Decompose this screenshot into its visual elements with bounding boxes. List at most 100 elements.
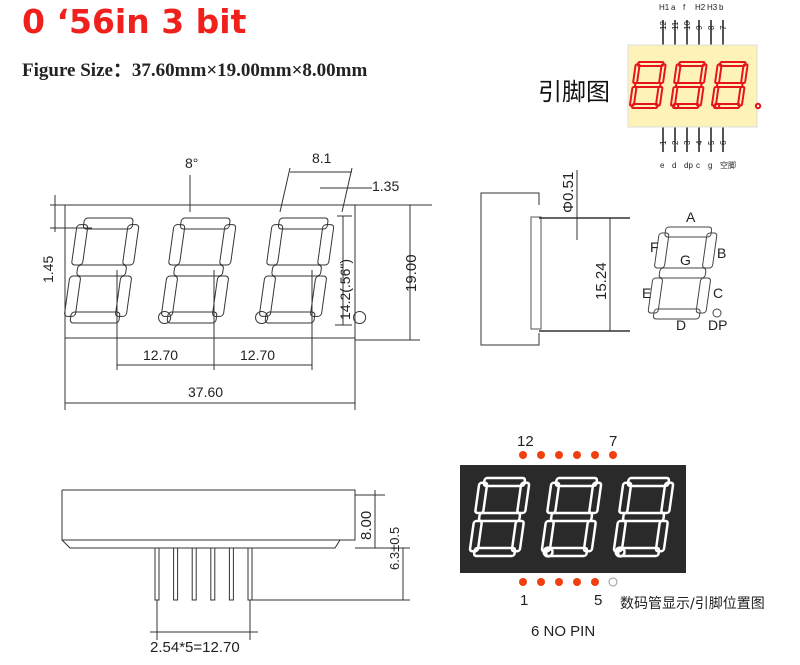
photo-pin-1: 1	[520, 592, 528, 609]
segment	[549, 511, 594, 523]
dim-1-35: 1.35	[372, 178, 399, 194]
segment	[696, 86, 705, 107]
segment	[82, 217, 134, 230]
dim-height: 8.00	[358, 511, 375, 540]
segment	[540, 519, 555, 553]
segment	[477, 511, 522, 523]
segment	[670, 86, 679, 107]
dim-width: 37.60	[188, 384, 223, 400]
decimal-point	[255, 310, 269, 325]
segment	[618, 481, 633, 515]
bottom-side-view	[61, 489, 410, 640]
pin-dot-top	[537, 451, 545, 459]
seven-segment-digit	[647, 226, 718, 320]
segment	[634, 82, 662, 88]
segment	[317, 224, 335, 266]
segment	[612, 519, 627, 553]
segment	[711, 86, 720, 107]
segment	[277, 217, 329, 230]
pin-dot-bottom	[591, 578, 599, 586]
segment-map	[647, 226, 718, 320]
segment	[658, 63, 667, 85]
figure-size: Figure Size：37.60mm×19.00mm×8.00mm	[22, 60, 368, 81]
segment	[266, 224, 284, 266]
segment	[115, 275, 132, 317]
segment	[310, 275, 327, 317]
pin	[154, 547, 160, 601]
pin-number-top: 7	[719, 25, 728, 30]
dim-pin-diameter: Φ0.51	[560, 172, 577, 213]
dim-pitch-1: 12.70	[143, 347, 178, 363]
pin-number-top: 12	[659, 21, 668, 30]
dim-pitch-2: 12.70	[240, 347, 275, 363]
side-view	[480, 170, 630, 346]
dim-pin-pitch: 2.54*5=12.70	[150, 639, 240, 656]
seg-label-dp: DP	[708, 317, 727, 333]
pin-dot-bottom	[573, 578, 581, 586]
segment	[212, 275, 229, 317]
photo-caption: 数码管显示/引脚位置图	[620, 596, 765, 612]
pin-dot-top	[609, 451, 617, 459]
dim-8-1: 8.1	[312, 150, 332, 166]
seven-segment-digit	[161, 217, 237, 324]
segment	[546, 481, 561, 515]
seg-label-b: B	[717, 245, 726, 261]
seg-label-g: G	[680, 252, 691, 268]
seven-segment-digit	[670, 61, 708, 109]
segment	[647, 277, 663, 314]
photo-pin-5: 5	[594, 592, 602, 609]
segment	[468, 519, 483, 553]
segment	[673, 63, 682, 85]
pin	[247, 547, 253, 601]
seg-label-f: F	[650, 239, 659, 255]
pin-dot-top	[591, 451, 599, 459]
no-pin-note: 6 NO PIN	[531, 623, 595, 640]
pin-number-top: 10	[683, 21, 692, 30]
segment	[76, 264, 127, 277]
pin	[173, 547, 179, 601]
pin-signal-top: a	[671, 3, 676, 12]
segment	[168, 224, 186, 266]
pin-signal-top: H2	[695, 3, 706, 12]
seven-segment-digit	[259, 217, 335, 324]
pinout-label: 引脚图	[538, 78, 610, 106]
pin-number-bottom: 2	[671, 140, 680, 145]
segment	[655, 86, 664, 107]
pin-dot-bottom	[519, 578, 527, 586]
segment	[69, 311, 121, 324]
decimal-point	[353, 310, 367, 325]
segment	[122, 224, 140, 266]
segment	[658, 267, 707, 279]
pin-dot-bottom	[537, 578, 545, 586]
pin-signal-bottom: d	[672, 161, 676, 170]
dim-row-spacing: 15.24	[593, 262, 610, 300]
segment	[259, 275, 276, 317]
segment	[166, 311, 218, 324]
pin-dot-top	[519, 451, 527, 459]
pin	[191, 547, 197, 601]
pin-signal-bottom: 空脚	[720, 160, 736, 170]
pin-number-bottom: 4	[695, 140, 704, 145]
seg-label-c: C	[713, 285, 723, 301]
photo-pin-7: 7	[609, 433, 617, 450]
segment	[582, 519, 597, 553]
front-view	[50, 167, 432, 410]
pin-signal-top: H3	[707, 3, 718, 12]
segment	[474, 481, 489, 515]
segment	[271, 264, 322, 277]
segment	[652, 308, 701, 320]
segment	[695, 277, 711, 314]
segment	[664, 226, 713, 238]
pin-dot-bottom	[608, 577, 618, 587]
seg-label-a: A	[686, 209, 696, 225]
segment	[621, 511, 666, 523]
segment	[219, 224, 237, 266]
segment	[173, 264, 224, 277]
decimal-point	[158, 310, 172, 325]
segment	[716, 82, 744, 88]
dim-pin-length: 6.3±0.5	[387, 527, 402, 570]
pin-signal-top: f	[683, 3, 686, 12]
photo-pin-12: 12	[517, 433, 534, 450]
segment	[699, 63, 708, 85]
